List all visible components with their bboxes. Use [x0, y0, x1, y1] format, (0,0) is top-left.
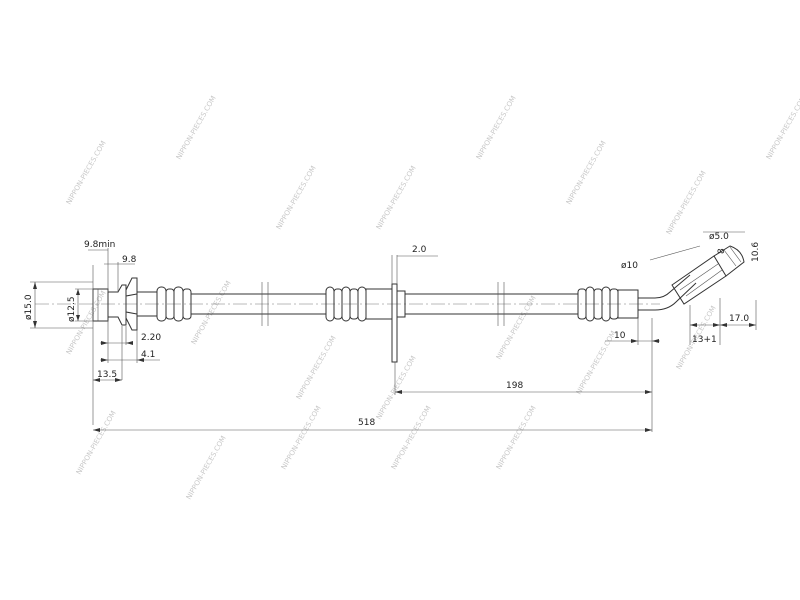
dim-label-d15: ø15.0 — [24, 294, 34, 320]
dim-label-2-20: 2.20 — [141, 333, 161, 343]
arrow — [137, 358, 144, 362]
watermark: NIPPON-PIECES.COM — [575, 330, 618, 396]
arrow — [126, 341, 133, 345]
left-crimp-sleeve — [156, 286, 192, 322]
watermark: NIPPON-PIECES.COM — [280, 405, 323, 471]
arrow — [395, 390, 402, 394]
fitting-cone — [125, 311, 138, 331]
watermark: NIPPON-PIECES.COM — [375, 165, 418, 231]
arrow — [33, 282, 37, 289]
watermark: NIPPON-PIECES.COM — [495, 405, 538, 471]
arrow — [690, 323, 697, 327]
arrow — [76, 289, 80, 295]
watermark: NIPPON-PIECES.COM — [185, 435, 228, 501]
arrow — [645, 390, 652, 394]
watermark: NIPPON-PIECES.COM — [190, 280, 233, 346]
dim-label-d10: ø10 — [621, 261, 638, 271]
watermark-layer: NIPPON-PIECES.COM NIPPON-PIECES.COM NIPP… — [65, 95, 800, 501]
tube-nut — [671, 255, 727, 305]
arrow — [93, 428, 100, 432]
arrow — [76, 315, 80, 321]
tube-bend — [638, 274, 691, 299]
dimension-labels: ø15.0 ø12.5 9.8min 9.8 2.20 4.1 13.5 518… — [24, 232, 761, 428]
fitting-body — [617, 289, 639, 319]
dim-label-17-0: 17.0 — [729, 314, 749, 324]
dim-label-4-1: 4.1 — [141, 350, 155, 360]
dim-label-13-5: 13.5 — [97, 370, 117, 380]
dim-label-d5-0: ø5.0 — [709, 232, 729, 242]
dim-label-10: 10 — [614, 331, 626, 341]
tube-bend — [638, 282, 697, 311]
arrow — [33, 321, 37, 328]
fitting-cone — [125, 277, 138, 297]
tube-nut-line — [679, 263, 723, 297]
watermark: NIPPON-PIECES.COM — [765, 95, 800, 161]
arrow — [713, 323, 720, 327]
fitting-collar — [396, 290, 406, 318]
watermark: NIPPON-PIECES.COM — [275, 165, 318, 231]
arrow — [652, 339, 659, 343]
watermark: NIPPON-PIECES.COM — [665, 170, 708, 236]
dim-label-10-6: 10.6 — [751, 242, 761, 262]
dim-label-518: 518 — [358, 418, 375, 428]
watermark: NIPPON-PIECES.COM — [390, 405, 433, 471]
arrow — [101, 341, 108, 345]
right-crimp-sleeve — [577, 286, 639, 322]
fitting-flange — [108, 284, 127, 326]
watermark: NIPPON-PIECES.COM — [175, 95, 218, 161]
middle-bracket-fitting — [325, 283, 406, 363]
watermark: NIPPON-PIECES.COM — [475, 95, 518, 161]
watermark: NIPPON-PIECES.COM — [495, 295, 538, 361]
arrow — [645, 428, 652, 432]
watermark: NIPPON-PIECES.COM — [295, 335, 338, 401]
arrow — [749, 323, 756, 327]
dim-label-8: 8 — [717, 248, 727, 254]
right-bent-tube — [638, 245, 745, 311]
dim-label-9-8min: 9.8min — [84, 240, 115, 250]
dim-label-2-0: 2.0 — [412, 245, 427, 255]
watermark: NIPPON-PIECES.COM — [375, 355, 418, 421]
dim-label-9-8: 9.8 — [122, 255, 137, 265]
arrowheads — [33, 282, 756, 432]
watermark: NIPPON-PIECES.COM — [75, 410, 118, 476]
dim-label-198: 198 — [506, 381, 523, 391]
watermark: NIPPON-PIECES.COM — [565, 140, 608, 206]
arrow — [93, 378, 100, 382]
arrow — [101, 358, 108, 362]
tube-flare — [713, 245, 745, 277]
extension-lines — [30, 248, 757, 432]
arrow — [115, 378, 122, 382]
watermark: NIPPON-PIECES.COM — [65, 140, 108, 206]
dim-label-13-1: 13+1 — [692, 335, 717, 345]
mounting-bracket — [391, 283, 398, 363]
dimension-lines — [34, 231, 756, 431]
dim-line — [649, 245, 701, 261]
tube-flare-line — [723, 246, 742, 267]
crimp-rib — [182, 288, 192, 320]
arrow — [631, 339, 638, 343]
arrow — [720, 323, 727, 327]
dim-label-d12-5: ø12.5 — [67, 296, 77, 322]
